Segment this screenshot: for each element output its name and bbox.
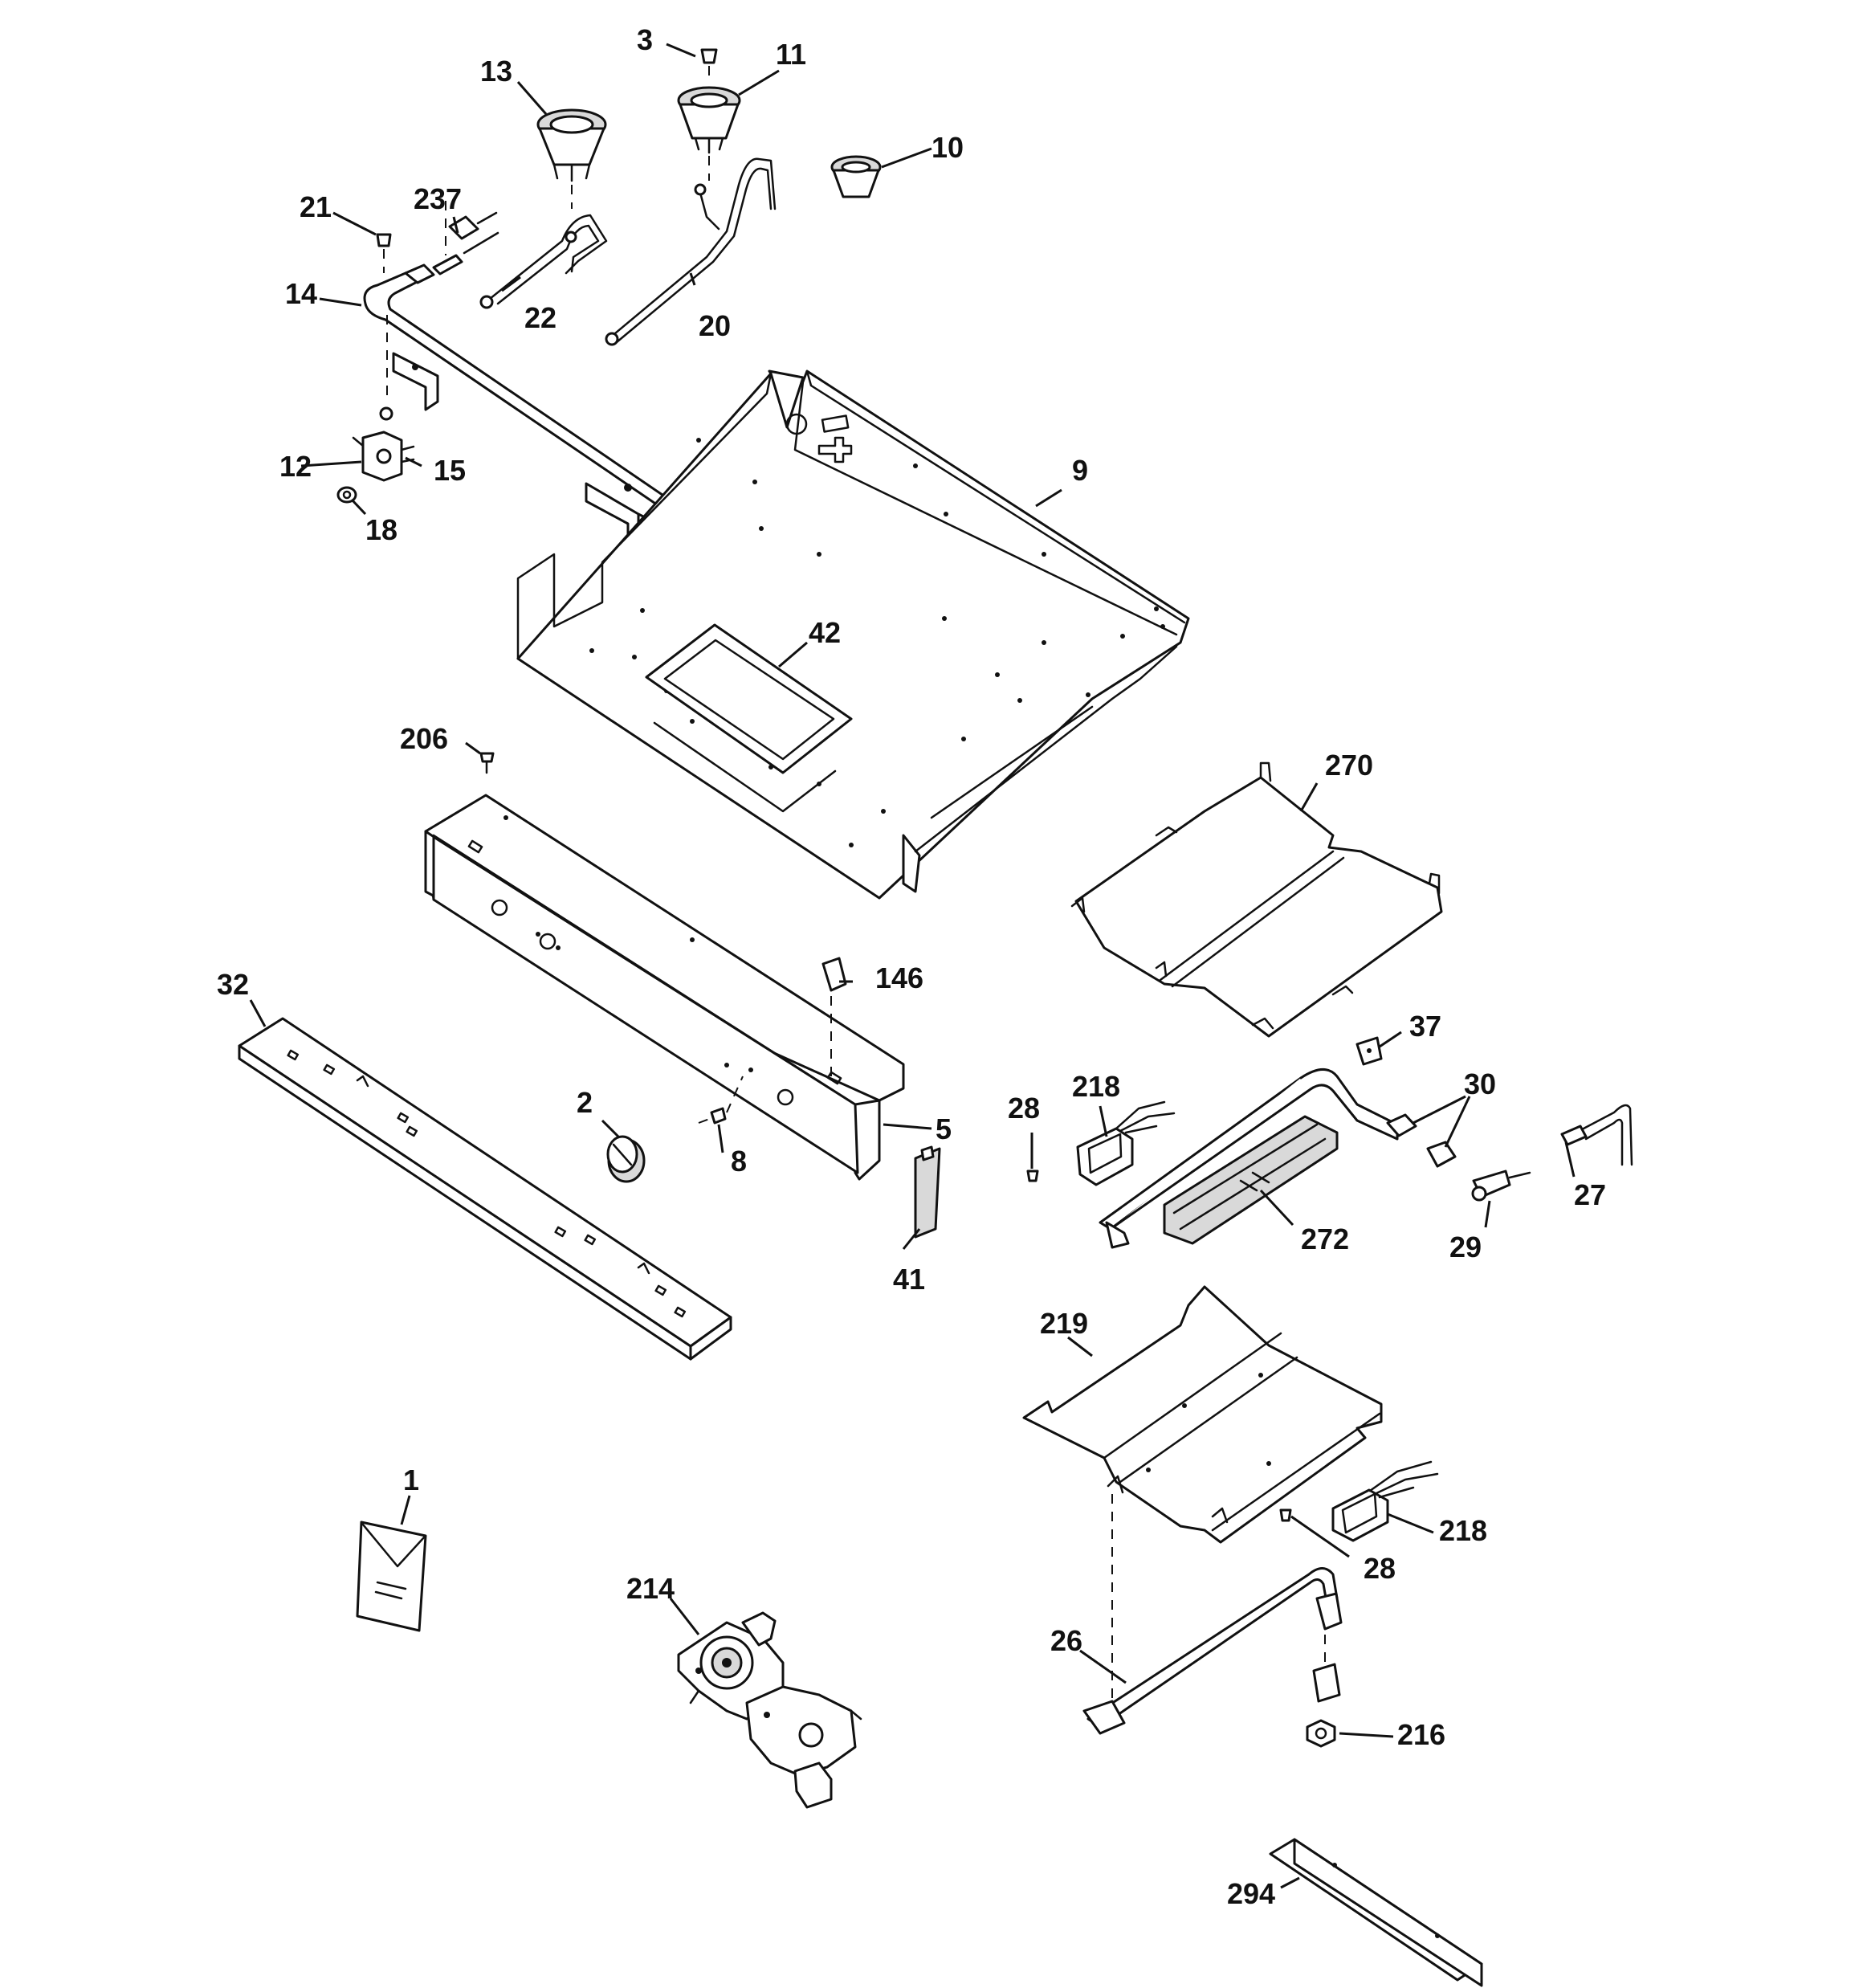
ignitor-218-upper [1076, 1100, 1176, 1186]
burner-box-opening-42 [645, 623, 853, 813]
literature-envelope-1 [356, 1521, 427, 1632]
callout-237: 237 [414, 182, 462, 215]
manifold-pipe-14 [363, 201, 692, 560]
callout-214: 214 [626, 1572, 675, 1605]
callout-146: 146 [875, 961, 923, 994]
callout-12: 12 [279, 450, 312, 483]
fitting-21 [376, 233, 392, 273]
end-cap-41 [914, 1145, 941, 1239]
callout-8: 8 [731, 1145, 747, 1178]
gas-tube-22 [479, 214, 608, 309]
bake-burner-26 [1082, 1494, 1343, 1735]
callout-2: 2 [577, 1086, 593, 1119]
burner-head-13 [536, 108, 607, 209]
bracket-294 [1269, 1838, 1483, 1987]
bracket-37 [1355, 1036, 1383, 1066]
control-knob-2 [606, 1135, 646, 1183]
callout-219: 219 [1040, 1307, 1088, 1340]
callout-28-upper: 28 [1008, 1092, 1040, 1125]
orifice-holder-29 [1471, 1170, 1531, 1202]
valve-bracket-12-15 [352, 431, 415, 482]
callout-218-lower: 218 [1439, 1514, 1487, 1547]
callout-11: 11 [776, 38, 806, 71]
callout-22: 22 [524, 301, 556, 334]
nut-18 [336, 486, 357, 504]
callout-14: 14 [285, 277, 317, 310]
burner-collar-30 [1386, 1113, 1457, 1168]
callout-30: 30 [1464, 1067, 1496, 1100]
callout-42: 42 [809, 616, 841, 649]
gas-tube-27 [1560, 1104, 1633, 1166]
callout-294: 294 [1227, 1877, 1275, 1910]
gas-tube-20 [605, 157, 777, 346]
manifold-panel-5 [424, 794, 905, 1181]
callout-1: 1 [403, 1463, 419, 1496]
callout-20: 20 [699, 309, 731, 342]
callout-21: 21 [300, 190, 332, 223]
screw-28-upper [1026, 1170, 1039, 1182]
burner-head-10 [830, 155, 882, 198]
callout-41: 41 [893, 1263, 925, 1296]
oven-bottom-shield-270 [1070, 761, 1443, 1038]
burner-cap-3 [700, 48, 718, 84]
screw-206 [479, 752, 495, 774]
gas-regulator-valve-214 [677, 1611, 862, 1809]
callout-9: 9 [1072, 454, 1088, 487]
burner-box-9 [516, 369, 1190, 900]
callout-29: 29 [1449, 1231, 1482, 1263]
callout-10: 10 [932, 131, 964, 164]
callout-270: 270 [1325, 749, 1373, 782]
callout-37: 37 [1409, 1010, 1441, 1043]
callout-32: 32 [217, 968, 249, 1001]
ignitor-218-lower [1331, 1460, 1439, 1542]
nut-216 [1306, 1719, 1336, 1748]
burner-head-11 [677, 86, 741, 181]
callout-28-lower: 28 [1364, 1552, 1396, 1585]
callout-18: 18 [365, 513, 397, 546]
callout-216: 216 [1397, 1718, 1445, 1751]
control-panel-strip-32 [238, 1017, 732, 1361]
callout-3: 3 [637, 23, 653, 56]
callout-27: 27 [1574, 1178, 1606, 1211]
callout-272: 272 [1301, 1223, 1349, 1255]
callout-5: 5 [936, 1112, 952, 1145]
callout-labels: 1 2 3 5 8 9 10 11 12 13 14 15 18 20 21 2… [217, 23, 1606, 1910]
callout-218-upper: 218 [1072, 1070, 1120, 1103]
callout-15: 15 [434, 454, 466, 487]
callout-13: 13 [480, 55, 512, 88]
screw-28-lower [1279, 1508, 1292, 1522]
screw-8 [698, 1076, 744, 1125]
oven-baffle-219 [1022, 1285, 1383, 1544]
oven-burner-272 [1099, 1068, 1399, 1249]
callout-206: 206 [400, 722, 448, 755]
leader-lines [249, 43, 1576, 1889]
callout-26: 26 [1050, 1624, 1082, 1657]
